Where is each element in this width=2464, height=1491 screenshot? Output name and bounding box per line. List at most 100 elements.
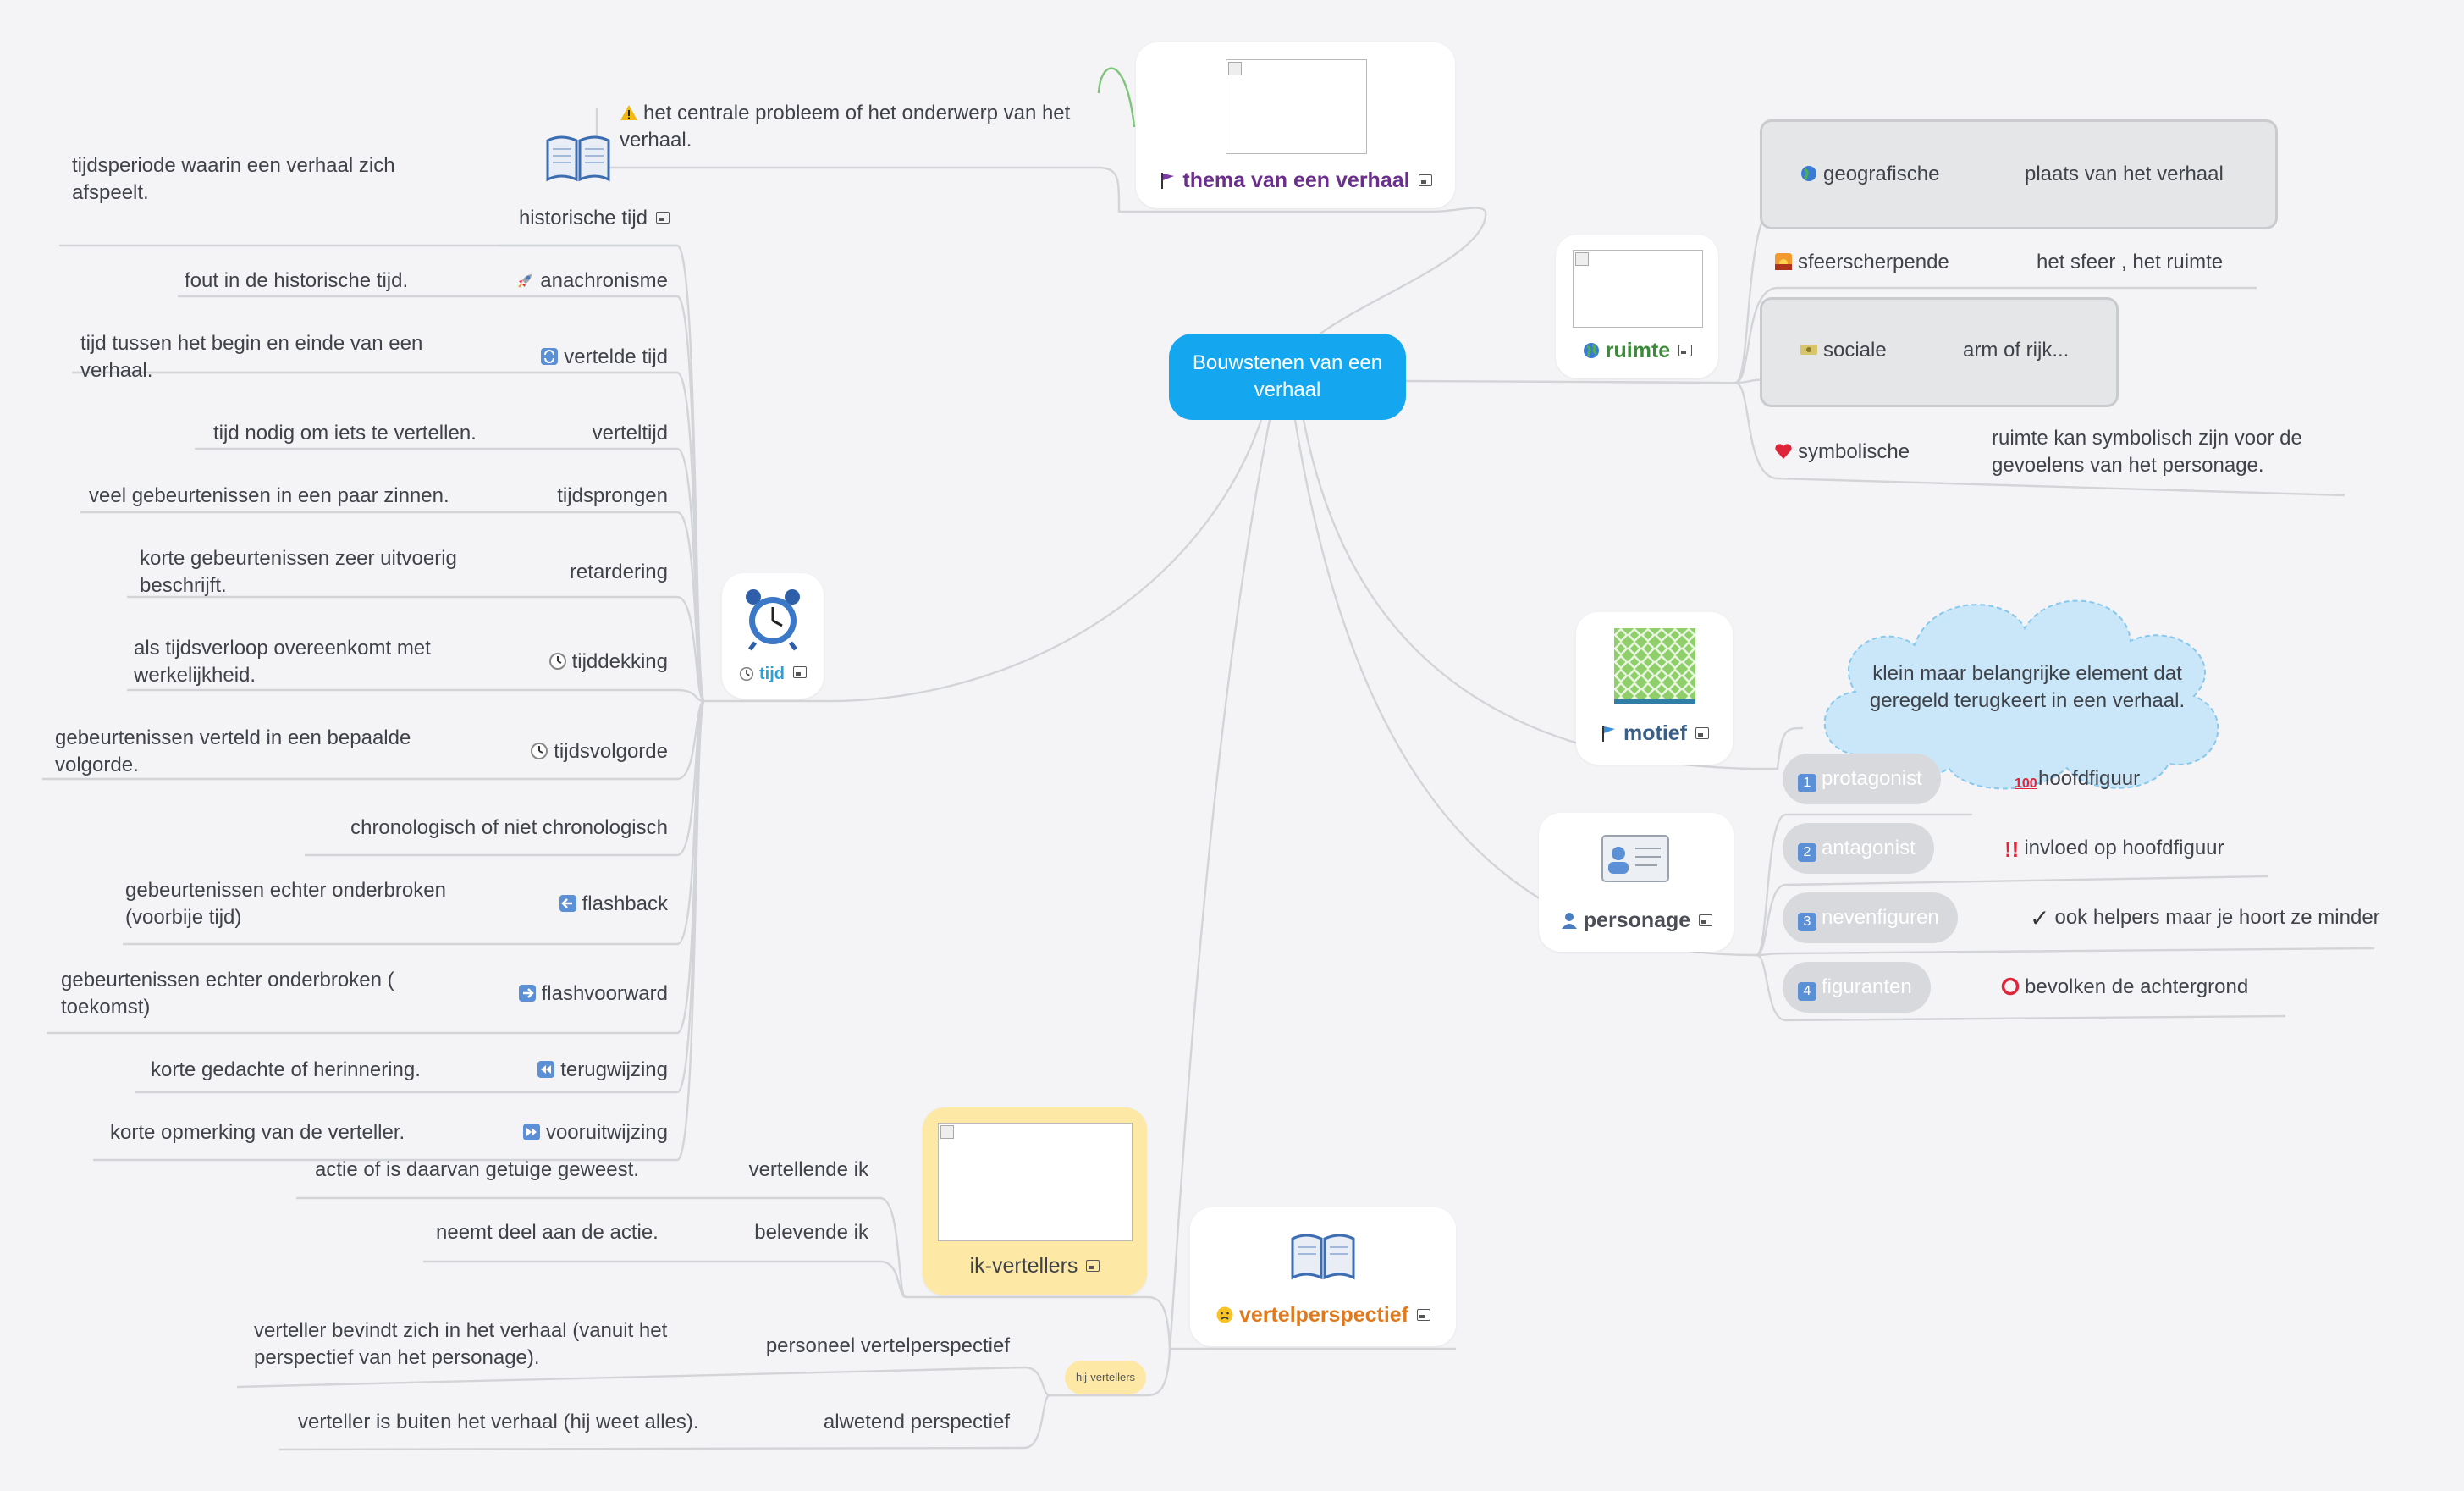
person-icon: [1561, 913, 1577, 929]
tijd-flashback-detail: gebeurtenissen echter onderbroken (voorb…: [125, 879, 446, 929]
personage-title: personage: [1539, 908, 1734, 933]
heart-icon: [1775, 444, 1792, 459]
tijd-tijdsvolgorde-detail: gebeurtenissen verteld in een bepaalde v…: [55, 726, 411, 776]
book-icon: [546, 135, 610, 182]
central-topic[interactable]: Bouwstenen van een verhaal: [1169, 334, 1406, 420]
thema-node[interactable]: thema van een verhaal: [1136, 42, 1455, 208]
ruimte-sfeerscherpende[interactable]: sfeerscherpende: [1774, 249, 1949, 276]
left-arrow-icon: [559, 895, 576, 912]
tijd-flashback[interactable]: flashback: [559, 891, 668, 918]
ruimte-node[interactable]: ruimte: [1556, 235, 1718, 378]
motief-title: motief: [1576, 721, 1733, 746]
hij-personeel[interactable]: personeel vertelperspectief: [765, 1334, 1010, 1357]
ik-vertellers-node[interactable]: ik-vertellers: [923, 1107, 1147, 1295]
globe-icon: [1801, 166, 1816, 181]
motief-cloud: [1823, 599, 2219, 790]
motief-note: klein maar belangrijke element dat gereg…: [1869, 662, 2186, 712]
ik-belevende-ik[interactable]: belevende ik: [754, 1221, 868, 1244]
tijd-tijdsvolgorde[interactable]: tijdsvolgorde: [530, 738, 668, 765]
clock-icon: [531, 743, 548, 759]
disappointed-face-icon: [1216, 1306, 1233, 1323]
ruimte-title: ruimte: [1556, 338, 1718, 363]
ruimte-geografische-detail: plaats van het verhaal: [2025, 163, 2224, 185]
image-attachment-icon: [1418, 174, 1432, 186]
image-attachment-icon: [1086, 1260, 1100, 1272]
keycap-3-icon: 3: [1798, 913, 1816, 931]
clock-icon: [739, 666, 754, 682]
tijd-terugwijzing[interactable]: terugwijzing: [537, 1057, 668, 1084]
thema-note: het centrale probleem of het onderwerp v…: [620, 102, 1071, 152]
hij-vertellers-node[interactable]: hij-vertellers: [1065, 1361, 1146, 1394]
central-topic-label: Bouwstenen van een verhaal: [1192, 351, 1383, 401]
tijd-terugwijzing-detail: korte gedachte of herinnering.: [151, 1058, 421, 1081]
hij-personeel-detail: verteller bevindt zich in het verhaal (v…: [254, 1319, 668, 1369]
id-card-icon: [1601, 835, 1669, 882]
ruimte-symbolische[interactable]: symbolische: [1774, 439, 1910, 466]
book-icon: [1291, 1234, 1355, 1280]
tijd-tijddekking[interactable]: tijddekking: [548, 649, 668, 676]
tijd-chronologisch[interactable]: chronologisch of niet chronologisch: [350, 816, 668, 839]
personage-node[interactable]: personage: [1539, 813, 1734, 952]
rewind-icon: [537, 1061, 555, 1078]
flag-icon: [1161, 173, 1175, 189]
ik-vertellers-image: [938, 1123, 1133, 1241]
tijd-node[interactable]: tijd: [722, 573, 824, 699]
ik-vertellers-title: ik-vertellers: [923, 1253, 1147, 1278]
thema-image: [1226, 59, 1367, 154]
tijd-vertelde-tijd[interactable]: vertelde tijd: [540, 344, 668, 371]
image-attachment-icon: [793, 666, 807, 678]
check-icon: ✓: [2030, 905, 2050, 931]
tijd-anachronisme[interactable]: anachronisme: [516, 268, 668, 295]
tijd-verteltijd[interactable]: verteltijd: [592, 422, 668, 445]
tijd-anachronisme-detail: fout in de historische tijd.: [185, 269, 409, 292]
tijd-verteltijd-detail: tijd nodig om iets te vertellen.: [213, 422, 477, 445]
right-arrow-icon: [518, 985, 536, 1002]
tijd-vooruitwijzing[interactable]: vooruitwijzing: [522, 1119, 668, 1146]
globe-icon: [1583, 343, 1599, 358]
ik-vertellende-ik[interactable]: vertellende ik: [748, 1158, 868, 1181]
tijd-title: tijd: [722, 661, 824, 687]
vertelperspectief-node[interactable]: vertelperspectief: [1190, 1207, 1456, 1346]
tijd-flashvoorward[interactable]: flashvoorward: [518, 980, 668, 1008]
hij-alwetend[interactable]: alwetend perspectief: [823, 1411, 1010, 1433]
image-attachment-icon: [1678, 345, 1693, 356]
ruimte-sociale-detail: arm of rijk...: [1963, 339, 2070, 362]
thema-title: thema van een verhaal: [1136, 168, 1455, 193]
tijd-tijdsprongen[interactable]: tijdsprongen: [557, 484, 668, 507]
red-circle-icon: [2001, 977, 2020, 996]
sunset-icon: [1775, 253, 1792, 270]
motief-pattern-image: [1614, 628, 1695, 704]
money-icon: [1800, 345, 1817, 355]
alarm-clock-icon: [746, 589, 800, 651]
double-exclamation-icon: !!: [2004, 837, 2020, 862]
ruimte-symbolische-detail: ruimte kan symbolisch zijn voor de gevoe…: [1992, 427, 2302, 477]
tijd-historische-tijd[interactable]: historische tijd: [519, 205, 670, 232]
hundred-icon: 100: [2015, 776, 2037, 791]
ruimte-image: [1573, 250, 1703, 328]
keycap-1-icon: 1: [1798, 774, 1816, 792]
image-attachment-icon: [1699, 914, 1713, 926]
tijd-retardering[interactable]: retardering: [569, 561, 668, 583]
repeat-icon: [541, 348, 559, 365]
ruimte-geografische-box: [1760, 119, 2278, 229]
warning-icon: [620, 105, 637, 120]
keycap-4-icon: 4: [1798, 982, 1816, 1001]
ruimte-sociale[interactable]: sociale: [1800, 337, 1887, 364]
personage-antagonist-detail: !!invloed op hoofdfiguur: [2004, 837, 2224, 862]
vertelperspectief-title: vertelperspectief: [1190, 1302, 1456, 1328]
personage-nevenfiguren-detail: ✓ook helpers maar je hoort ze minder: [2030, 905, 2380, 931]
image-attachment-icon: [1417, 1309, 1431, 1321]
ruimte-sociale-box: [1760, 297, 2119, 407]
clock-icon: [548, 653, 566, 670]
ruimte-geografische[interactable]: geografische: [1800, 161, 1939, 188]
ik-belevende-ik-detail: neemt deel aan de actie.: [436, 1221, 659, 1244]
tijd-flashvoorward-detail: gebeurtenissen echter onderbroken ( toek…: [61, 969, 394, 1019]
personage-figuranten-detail: bevolken de achtergrond: [2001, 974, 2248, 1001]
ik-vertellende-ik-detail: actie of is daarvan getuige geweest.: [315, 1158, 639, 1181]
fast-forward-icon: [522, 1124, 540, 1140]
motief-node[interactable]: motief: [1576, 612, 1733, 765]
